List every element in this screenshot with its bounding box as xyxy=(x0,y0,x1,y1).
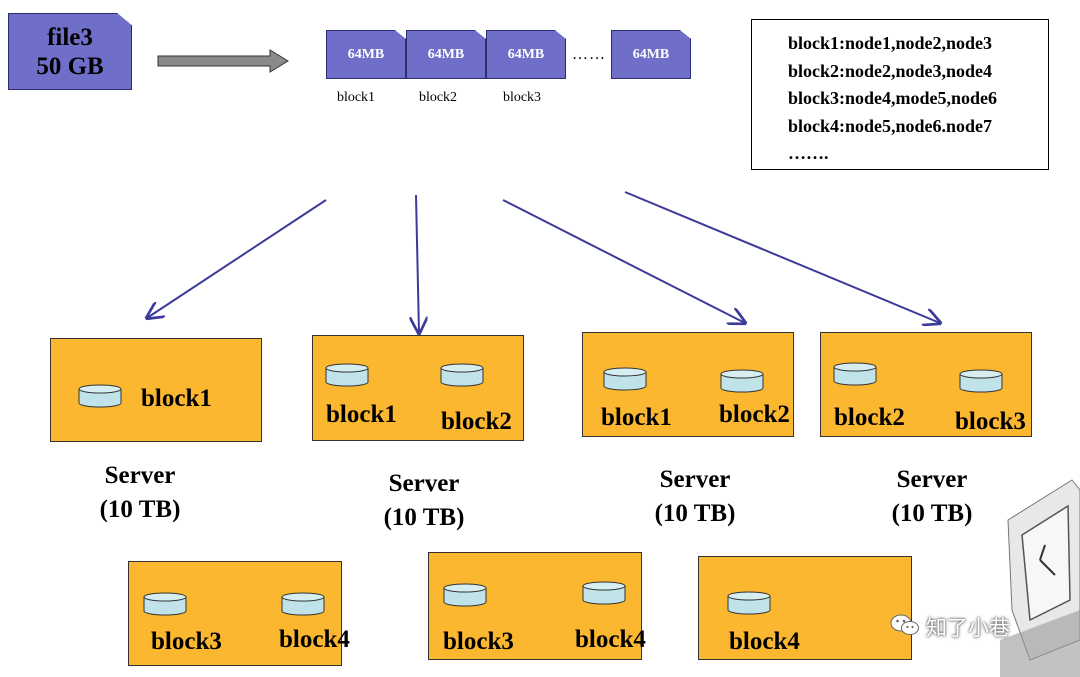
server-1: block1 xyxy=(50,338,262,442)
server-5: block3 block4 xyxy=(128,561,350,666)
disk-icon xyxy=(727,591,771,615)
block-name: block3 xyxy=(955,408,1026,435)
block-name: block1 xyxy=(141,385,212,412)
disk-icon xyxy=(78,384,122,408)
disk-icon xyxy=(582,581,626,605)
server-label: Server (10 TB) xyxy=(80,459,200,527)
server-capacity: (10 TB) xyxy=(383,504,465,531)
server-title: Server xyxy=(388,470,460,497)
server-4: block2 block3 xyxy=(820,332,1032,437)
block-name: block1 xyxy=(326,401,397,428)
server-3: block1 block2 xyxy=(582,332,794,437)
block-label-3: block3 xyxy=(502,90,542,105)
mapping-line: ……. xyxy=(788,143,829,163)
disk-icon xyxy=(833,362,877,386)
server-capacity: (10 TB) xyxy=(891,500,973,527)
block-chip-3: 64MB xyxy=(486,30,566,79)
disk-icon xyxy=(325,363,369,387)
server-6: block3 block4 xyxy=(428,552,646,660)
watermark: 知了小巷 xyxy=(890,612,1010,642)
block-name: block2 xyxy=(441,408,512,435)
block-name: block4 xyxy=(729,628,800,655)
dist-arrow-2 xyxy=(416,194,419,333)
block-size: 64MB xyxy=(632,46,670,62)
blocks-ellipsis: …… xyxy=(572,46,606,63)
block-name: block4 xyxy=(575,626,646,653)
disk-icon xyxy=(440,363,484,387)
disk-icon xyxy=(143,592,187,616)
block-mapping-table: block1:node1,node2,node3 block2:node2,no… xyxy=(751,19,1049,170)
block-name: block2 xyxy=(834,404,905,431)
server-title: Server xyxy=(896,466,968,493)
server-capacity: (10 TB) xyxy=(654,500,736,527)
block-size: 64MB xyxy=(347,46,385,62)
server-title: Server xyxy=(104,462,176,489)
file-name: file3 xyxy=(47,23,93,51)
file-box: file3 50 GB xyxy=(8,13,132,90)
block-name: block3 xyxy=(151,628,222,655)
block-name: block2 xyxy=(719,401,790,428)
block-label-2: block2 xyxy=(418,90,458,105)
mapping-line: block2:node2,node3,node4 xyxy=(788,60,993,81)
mapping-line: block1:node1,node2,node3 xyxy=(788,33,993,53)
server-label: Server (10 TB) xyxy=(635,463,755,531)
mapping-line: block4:node5,node6.node7 xyxy=(788,115,993,136)
block-label-1: block1 xyxy=(336,90,376,105)
clock-decoration-icon xyxy=(1000,479,1080,677)
watermark-text: 知了小巷 xyxy=(926,616,1010,640)
block-chip-2: 64MB xyxy=(406,30,486,79)
file-size: 50 GB xyxy=(36,52,104,80)
block-chip-1: 64MB xyxy=(326,30,406,79)
block-size: 64MB xyxy=(427,46,465,62)
block-name: block1 xyxy=(601,404,672,431)
disk-icon xyxy=(720,369,764,393)
server-label: Server (10 TB) xyxy=(364,467,484,535)
disk-icon xyxy=(603,367,647,391)
block-name: block3 xyxy=(443,628,514,655)
wechat-icon xyxy=(890,613,920,642)
server-2: block1 block2 xyxy=(312,335,524,441)
block-chip-4: 64MB xyxy=(611,30,691,79)
disk-icon xyxy=(443,583,487,607)
server-capacity: (10 TB) xyxy=(99,496,181,523)
server-label: Server (10 TB) xyxy=(872,463,992,531)
dist-arrow-1 xyxy=(147,199,327,318)
split-arrow xyxy=(157,49,289,73)
server-title: Server xyxy=(659,466,731,493)
disk-icon xyxy=(959,369,1003,393)
mapping-line: block3:node4,mode5,node6 xyxy=(788,88,998,108)
dist-arrow-3 xyxy=(502,199,745,323)
disk-icon xyxy=(281,592,325,616)
dist-arrow-4 xyxy=(624,191,940,323)
block-size: 64MB xyxy=(507,46,545,62)
block-name: block4 xyxy=(279,626,350,653)
server-7: block4 xyxy=(698,556,912,660)
